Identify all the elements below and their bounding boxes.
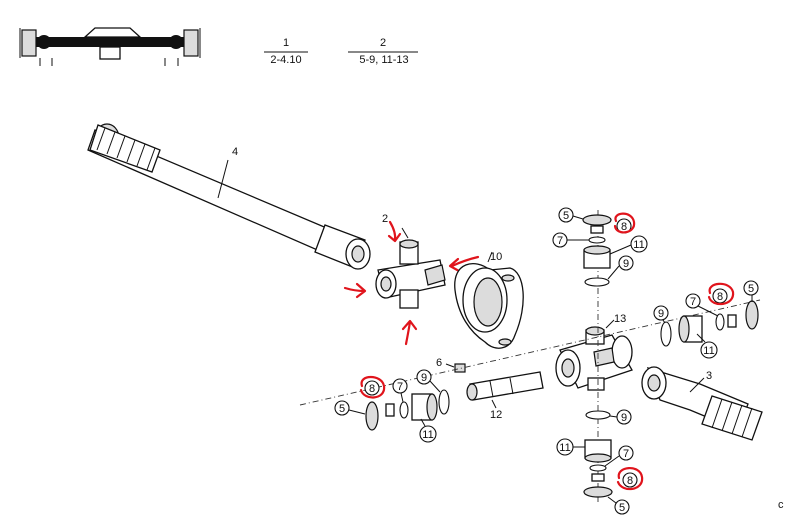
reference-group-2: 2 5-9, 11-13 <box>348 37 418 66</box>
left-bearing-stack <box>365 389 450 431</box>
ref2-bottom: 5-9, 11-13 <box>359 54 408 66</box>
callout-12: 12 <box>490 409 502 421</box>
reference-group-1: 1 2-4.10 <box>264 37 308 66</box>
ref1-bottom: 2-4.10 <box>270 54 301 66</box>
bottom-bearing-stack <box>583 410 613 498</box>
axle-thumbnail <box>19 27 201 66</box>
callout-left-9: 9 <box>421 372 427 384</box>
callout-bottom-5: 5 <box>619 502 625 514</box>
callout-top-5: 5 <box>563 210 569 222</box>
ref1-top: 1 <box>283 37 289 49</box>
callout-left-11: 11 <box>422 429 433 441</box>
callout-6: 6 <box>436 357 442 369</box>
callout-right-7: 7 <box>690 296 696 308</box>
red-arrows-spider <box>343 220 480 346</box>
callout-top-7: 7 <box>557 235 563 247</box>
callout-right-5: 5 <box>748 283 754 295</box>
ref2-top: 2 <box>380 37 386 49</box>
top-bearing-stack <box>582 214 612 287</box>
callout-right-11: 11 <box>703 345 714 357</box>
callout-left-7: 7 <box>397 381 403 393</box>
plug-6 <box>454 363 466 373</box>
callout-13: 13 <box>614 313 626 325</box>
callout-top-8: 8 <box>621 221 627 233</box>
callout-left-8: 8 <box>369 383 375 395</box>
right-bearing-stack <box>660 300 759 347</box>
callout-10: 10 <box>490 251 502 263</box>
callout-top-11: 11 <box>633 239 644 251</box>
callout-3: 3 <box>706 370 712 382</box>
callout-bottom-7: 7 <box>623 448 629 460</box>
callout-bottom-8: 8 <box>627 475 633 487</box>
callout-top-9: 9 <box>623 258 629 270</box>
red-highlight-circles <box>359 212 735 491</box>
callout-bottom-11: 11 <box>559 442 570 454</box>
knuckle-housing <box>555 326 633 391</box>
callout-left-5: 5 <box>339 403 345 415</box>
corner-mark: c <box>778 499 784 511</box>
stub-shaft <box>641 366 763 441</box>
callout-bottom-9: 9 <box>621 412 627 424</box>
knuckle-yoke <box>454 262 524 349</box>
spider-cross <box>375 239 446 309</box>
callout-right-8: 8 <box>717 291 723 303</box>
callout-4: 4 <box>232 146 238 158</box>
pin-12 <box>466 371 544 401</box>
axle-shaft <box>87 123 371 270</box>
callout-2: 2 <box>382 213 388 225</box>
callout-right-9: 9 <box>658 308 664 320</box>
